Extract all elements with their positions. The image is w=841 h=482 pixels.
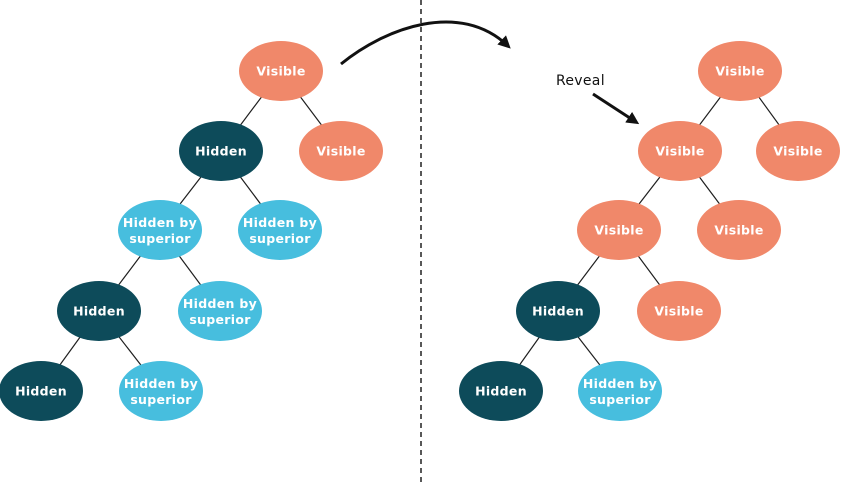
node-label: Hidden [73, 304, 125, 319]
node-ellipse [179, 121, 263, 181]
node-label: Hidden [195, 144, 247, 159]
node-ellipse [637, 281, 721, 341]
node-ellipse [118, 200, 202, 260]
node-ellipse [238, 200, 322, 260]
tree-node-visible: Visible [637, 281, 721, 341]
node-ellipse [299, 121, 383, 181]
tree-node-visible: Visible [577, 200, 661, 260]
node-ellipse [178, 281, 262, 341]
node-label: Visible [714, 223, 763, 238]
node-ellipse [638, 121, 722, 181]
tree-node-hidden: Hidden [516, 281, 600, 341]
tree-node-hidden: Hidden [179, 121, 263, 181]
transform-arrow-icon [340, 20, 511, 66]
reveal-arrow-icon [592, 92, 640, 125]
tree-node-visible: Visible [697, 200, 781, 260]
node-ellipse [459, 361, 543, 421]
tree-node-visible: Visible [638, 121, 722, 181]
node-label: Visible [715, 64, 764, 79]
tree-node-hidden: Hidden [57, 281, 141, 341]
tree-node-visible: Visible [239, 41, 323, 101]
tree-node-visible: Visible [698, 41, 782, 101]
node-ellipse [239, 41, 323, 101]
node-ellipse [577, 200, 661, 260]
tree-node-visible: Visible [299, 121, 383, 181]
node-ellipse [516, 281, 600, 341]
node-label: Visible [256, 64, 305, 79]
node-label: Hidden [15, 384, 67, 399]
tree-node-hidden: Hidden [0, 361, 83, 421]
node-label: Visible [773, 144, 822, 159]
node-label: Hidden [475, 384, 527, 399]
node-label: Visible [594, 223, 643, 238]
tree-node-visible: Visible [756, 121, 840, 181]
node-ellipse [698, 41, 782, 101]
reveal-annotation-label: Reveal [556, 73, 605, 89]
node-label: Hidden [532, 304, 584, 319]
node-ellipse [578, 361, 662, 421]
node-ellipse [697, 200, 781, 260]
node-ellipse [756, 121, 840, 181]
node-label: Visible [316, 144, 365, 159]
tree-node-hidden: Hidden [459, 361, 543, 421]
node-ellipse [57, 281, 141, 341]
node-ellipse [119, 361, 203, 421]
node-ellipse [0, 361, 83, 421]
node-label: Visible [655, 144, 704, 159]
node-label: Visible [654, 304, 703, 319]
